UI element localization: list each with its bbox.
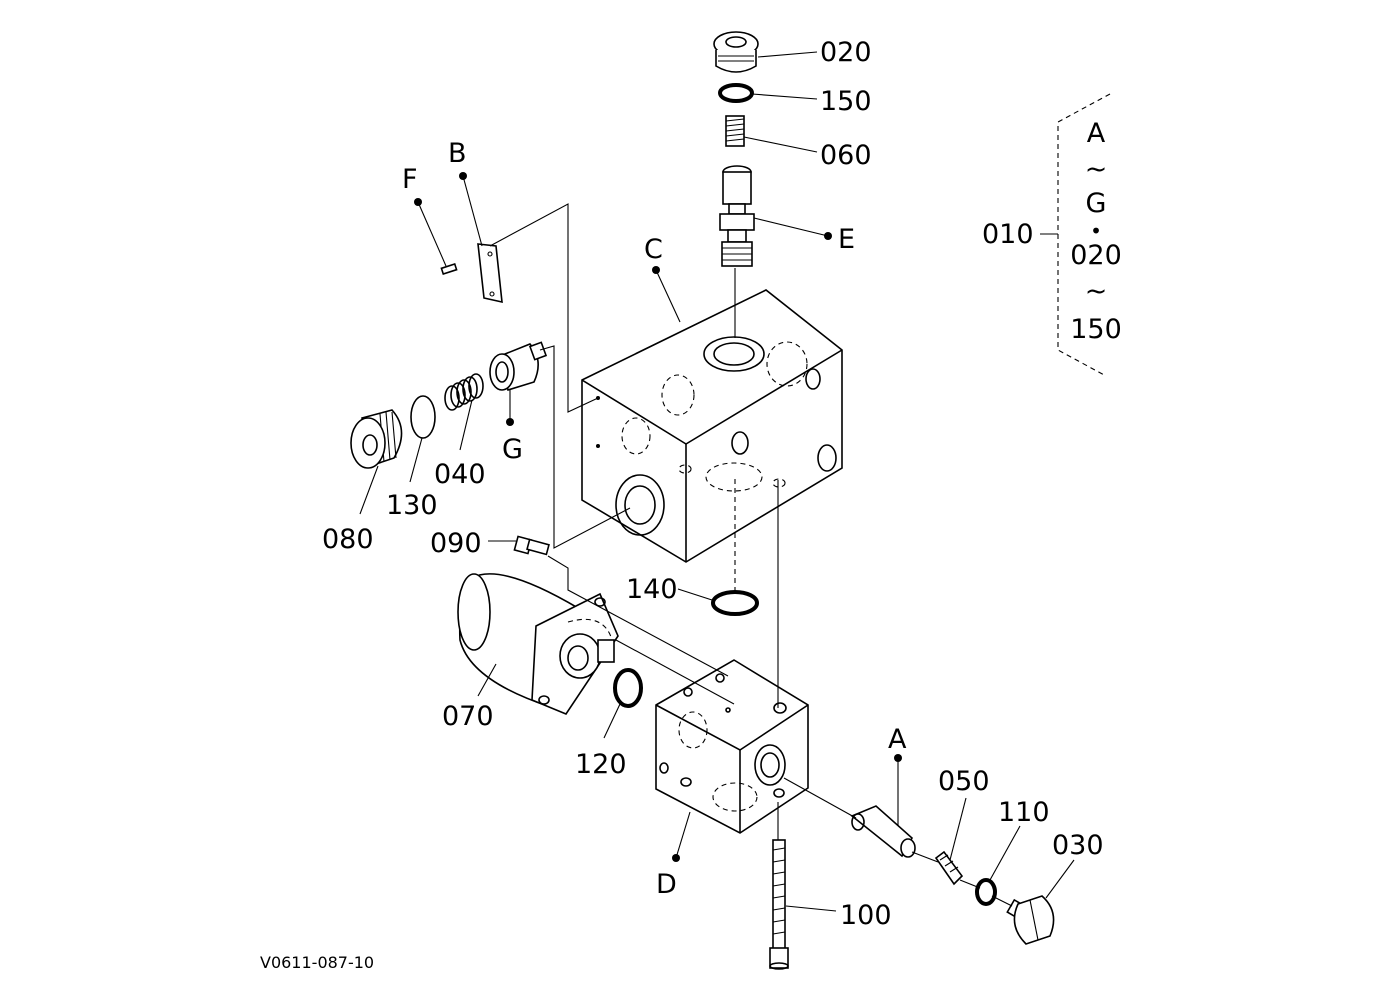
label-110: 110 [998, 797, 1050, 828]
label-C: C [644, 234, 663, 265]
assembly-part-010: 010 [982, 219, 1034, 250]
label-140: 140 [626, 574, 678, 605]
label-040: 040 [434, 459, 486, 490]
plate-B [477, 243, 503, 304]
spring-050 [934, 850, 964, 886]
assembly-note: 010 A ~ G • 020 ~ 150 [982, 93, 1122, 377]
label-090: 090 [430, 528, 482, 559]
label-E: E [838, 224, 855, 255]
lower-valve-body [655, 659, 809, 834]
oring-130 [410, 395, 436, 439]
leader-dots [414, 172, 902, 862]
oring-110 [975, 878, 997, 906]
alignment-lines [489, 203, 1013, 907]
upper-valve-body [581, 289, 843, 563]
assembly-line-020: 020 [1070, 240, 1122, 271]
assembly-line-G: G [1086, 188, 1107, 219]
label-080: 080 [322, 524, 374, 555]
label-120: 120 [575, 749, 627, 780]
label-A: A [888, 724, 907, 755]
bolt-100 [769, 839, 789, 970]
oring-120 [613, 668, 643, 708]
assembly-bullet: • [1090, 219, 1102, 243]
leader-lines [359, 51, 1075, 912]
label-020: 020 [820, 37, 872, 68]
label-030: 030 [1052, 830, 1104, 861]
plug-030 [1006, 895, 1055, 945]
spool-A [850, 805, 916, 858]
plug-080 [350, 409, 403, 469]
solenoid-070 [457, 573, 619, 715]
spring-040 [444, 373, 484, 411]
label-050: 050 [938, 766, 990, 797]
assembly-line-150: 150 [1070, 314, 1122, 345]
drawing-code: V0611-087-10 [260, 953, 374, 972]
label-G: G [502, 434, 523, 465]
label-070: 070 [442, 701, 494, 732]
spring-060 [725, 115, 745, 147]
assembly-line-A: A [1087, 118, 1106, 149]
pin-F [440, 262, 458, 276]
oring-150 [718, 83, 754, 103]
label-060: 060 [820, 140, 872, 171]
label-F: F [402, 164, 418, 195]
plug-020 [713, 31, 759, 73]
callout-labels: 020 150 060 E B F C G 040 130 080 090 14… [322, 37, 1104, 931]
assembly-tilde-1: ~ [1085, 154, 1108, 185]
label-D: D [656, 869, 677, 900]
assembly-tilde-2: ~ [1085, 276, 1108, 307]
spool-E [719, 165, 755, 267]
poppet-G [489, 341, 548, 392]
screw-090 [513, 535, 550, 556]
oring-140 [711, 590, 759, 616]
label-130: 130 [386, 490, 438, 521]
label-B: B [448, 138, 467, 169]
label-150: 150 [820, 86, 872, 117]
label-100: 100 [840, 900, 892, 931]
